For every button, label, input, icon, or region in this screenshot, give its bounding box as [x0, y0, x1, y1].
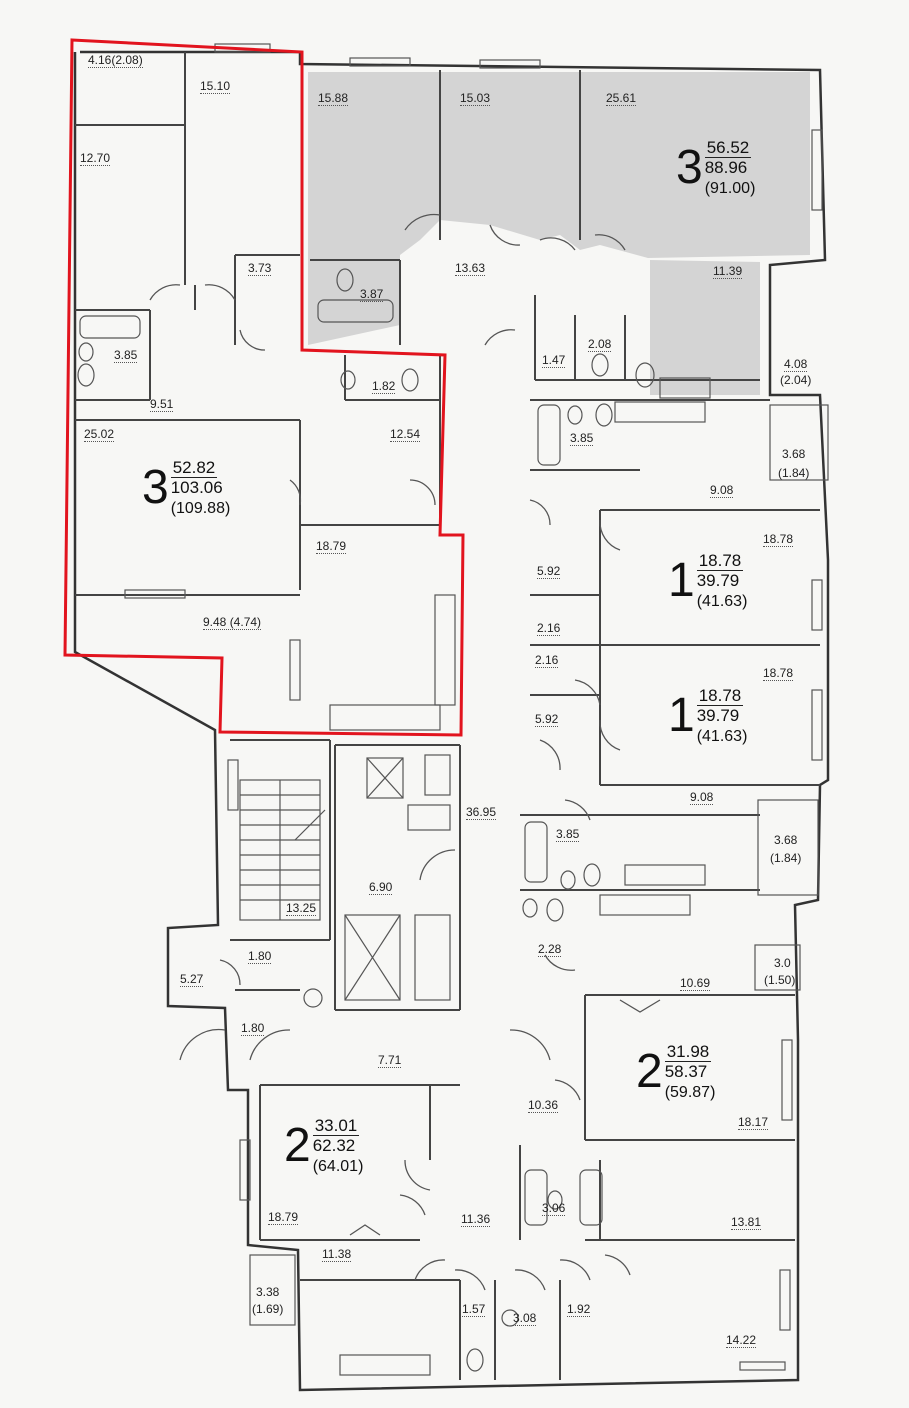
room-area-label: 3.0	[774, 956, 791, 970]
room-area-label: 12.54	[390, 427, 421, 442]
room-area-label: 3.06	[542, 1201, 566, 1216]
room-area-label: 1.92	[567, 1302, 591, 1317]
room-area-label: (1.50)	[764, 973, 796, 987]
apartment-area-with-balcony: (91.00)	[704, 180, 756, 197]
apartment-living-area: 52.82	[170, 458, 218, 478]
room-area-label: 25.02	[84, 427, 115, 442]
apartment-total-area: 103.06	[170, 478, 223, 497]
room-area-label: 36.95	[466, 805, 497, 820]
room-area-label: 18.78	[763, 532, 794, 547]
room-area-label: 11.36	[461, 1212, 491, 1227]
room-area-label: 5.27	[180, 972, 204, 987]
apartment-summary: 3 52.82 103.06 (109.88)	[142, 458, 230, 518]
room-area-label: 9.48 (4.74)	[203, 615, 262, 630]
room-area-label: 6.90	[369, 880, 393, 895]
room-area-label: 18.78	[763, 666, 794, 681]
room-area-label: (1.69)	[252, 1302, 284, 1316]
room-area-label: 3.87	[360, 287, 384, 302]
apartment-living-area: 18.78	[696, 551, 744, 571]
room-area-label: 13.63	[455, 261, 486, 276]
room-area-label: 12.70	[80, 151, 111, 166]
room-area-label: 3.08	[513, 1311, 537, 1326]
door-swings	[149, 213, 661, 1291]
room-area-label: 2.16	[537, 621, 561, 636]
room-area-label: (1.84)	[770, 851, 802, 865]
apartment-living-area: 18.78	[696, 686, 744, 706]
room-area-label: 3.68	[782, 447, 806, 461]
room-area-label: 13.25	[286, 901, 317, 916]
room-area-label: 10.69	[680, 976, 711, 991]
apartment-room-count: 3	[676, 141, 703, 194]
room-area-label: 18.17	[738, 1115, 769, 1130]
room-area-label: 2.08	[588, 337, 612, 352]
room-area-label: 3.68	[774, 833, 798, 847]
room-area-label: 25.61	[606, 91, 637, 106]
room-area-label: 15.03	[460, 91, 491, 106]
room-area-label: 3.85	[570, 431, 594, 446]
apartment-summary: 1 18.78 39.79 (41.63)	[668, 686, 747, 746]
room-area-label: 3.38	[256, 1285, 280, 1299]
room-area-label: 10.36	[528, 1098, 559, 1113]
apartment-room-count: 2	[284, 1119, 311, 1172]
room-area-label: 2.16	[535, 653, 559, 668]
apartment-room-count: 3	[142, 461, 169, 514]
room-area-label: 3.73	[248, 261, 272, 276]
room-area-label: 14.22	[726, 1333, 757, 1348]
room-area-label: 2.28	[538, 942, 562, 957]
room-area-label: 9.51	[150, 397, 174, 412]
apartment-summary: 3 56.52 88.96 (91.00)	[676, 138, 755, 198]
room-area-label: 1.57	[462, 1302, 486, 1317]
apartment-living-area: 56.52	[704, 138, 752, 158]
room-area-label: 5.92	[535, 712, 559, 727]
shaded-rooms-area	[308, 72, 810, 345]
apartment-summary: 1 18.78 39.79 (41.63)	[668, 551, 747, 611]
room-area-label: 1.80	[248, 949, 272, 964]
room-area-label: 1.82	[372, 379, 396, 394]
fixtures	[77, 268, 829, 1376]
room-area-label: 15.10	[200, 79, 231, 94]
room-area-label: 3.85	[556, 827, 580, 842]
room-area-label: 18.79	[316, 539, 347, 554]
apartment-total-area: 62.32	[312, 1136, 356, 1155]
room-area-label: 9.08	[690, 790, 714, 805]
room-area-label: 1.80	[241, 1021, 265, 1036]
apartment-room-count: 2	[636, 1045, 663, 1098]
apartment-living-area: 31.98	[664, 1042, 712, 1062]
room-area-label: 7.71	[378, 1053, 402, 1068]
room-area-label: 11.39	[713, 264, 743, 279]
apartment-total-area: 88.96	[704, 158, 748, 177]
apartment-living-area: 33.01	[312, 1116, 360, 1136]
room-area-label: 4.16(2.08)	[88, 53, 143, 68]
room-area-label: 1.47	[542, 353, 566, 368]
highlighted-apartment-outline	[63, 38, 465, 737]
room-area-label: (1.84)	[778, 466, 810, 480]
room-area-label: (2.04)	[780, 373, 812, 387]
apartment-area-with-balcony: (64.01)	[312, 1158, 364, 1175]
room-area-label: 13.81	[731, 1215, 762, 1230]
room-area-label: 11.38	[322, 1247, 352, 1262]
apartment-summary: 2 31.98 58.37 (59.87)	[636, 1042, 715, 1102]
apartment-area-with-balcony: (41.63)	[696, 593, 748, 610]
apartment-area-with-balcony: (109.88)	[170, 500, 231, 517]
shaded-rooms-area	[650, 260, 760, 395]
apartment-summary: 2 33.01 62.32 (64.01)	[284, 1116, 363, 1176]
apartment-area-with-balcony: (41.63)	[696, 728, 748, 745]
room-area-label: 9.08	[710, 483, 734, 498]
apartment-total-area: 39.79	[696, 571, 740, 590]
room-area-label: 3.85	[114, 348, 138, 363]
room-area-label: 4.08	[784, 357, 808, 372]
room-area-label: 18.79	[268, 1210, 299, 1225]
apartment-room-count: 1	[668, 554, 695, 607]
interior-walls	[75, 52, 820, 1380]
apartment-total-area: 39.79	[696, 706, 740, 725]
room-area-label: 5.92	[537, 564, 561, 579]
room-area-label: 15.88	[318, 91, 349, 106]
exterior-walls	[73, 50, 830, 1392]
apartment-room-count: 1	[668, 689, 695, 742]
apartment-area-with-balcony: (59.87)	[664, 1084, 716, 1101]
apartment-total-area: 58.37	[664, 1062, 708, 1081]
